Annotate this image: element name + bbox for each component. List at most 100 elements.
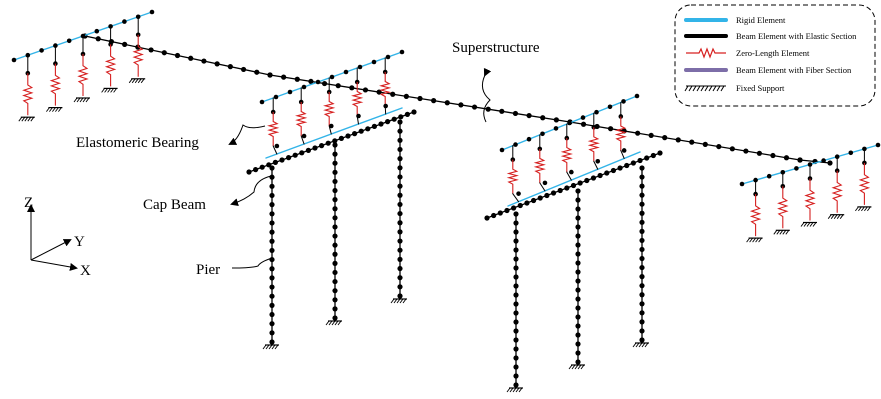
bent-2-pier-node bbox=[639, 228, 645, 234]
superstructure-deck-node bbox=[827, 160, 833, 166]
bent-2-pier-node bbox=[513, 247, 519, 253]
bent-2-bearing-link bbox=[512, 193, 520, 203]
bent-2-cap-beam-node bbox=[570, 182, 577, 189]
bent-2-cap-beam-node bbox=[650, 152, 656, 159]
bent-1-top-node bbox=[385, 54, 391, 60]
bent-2-pier-node bbox=[513, 229, 519, 235]
bent-1-pier-node bbox=[269, 275, 275, 281]
superstructure-deck-node bbox=[403, 93, 409, 99]
bent-2-cap-beam-node bbox=[557, 187, 563, 194]
fixed-support-hatch bbox=[861, 206, 865, 212]
bent-2-pier-node bbox=[639, 246, 645, 253]
bent-2-cap-beam-node bbox=[604, 170, 610, 176]
bent-2-pier-node bbox=[639, 237, 645, 244]
bent-1-pier-node bbox=[269, 229, 275, 235]
bent-2-bearing-node bbox=[516, 191, 521, 196]
bent-2-bottom-rigid bbox=[507, 151, 641, 207]
superstructure-deck-node bbox=[743, 148, 749, 154]
bent-2-pier-node bbox=[575, 314, 581, 320]
bent-1-pier-node bbox=[397, 275, 403, 281]
bent-2-pier-node bbox=[513, 301, 519, 307]
left-abutment-rigid-node bbox=[122, 19, 127, 24]
bent-1-bearing-link bbox=[300, 135, 305, 145]
bent-1-cap-beam-node bbox=[352, 131, 358, 137]
fixed-support-hatch bbox=[568, 364, 573, 370]
bent-1-pier-node bbox=[269, 321, 275, 327]
superstructure-deck-node bbox=[797, 157, 803, 163]
fixed-support-hatch bbox=[113, 88, 117, 93]
zero-length-spring bbox=[777, 186, 789, 229]
bent-2-pier-node bbox=[513, 382, 519, 388]
bent-2-pier-node bbox=[639, 201, 645, 207]
bent-1-pier-node bbox=[269, 293, 275, 299]
bent-2-pier-node bbox=[639, 210, 645, 216]
bent-1-cap-beam-node bbox=[391, 116, 397, 122]
bent-1-pier-node bbox=[332, 233, 338, 239]
fixed-support-hatch bbox=[399, 298, 404, 304]
bent-2-pier-node bbox=[639, 274, 645, 280]
fixed-support-hatch bbox=[49, 107, 53, 112]
fixed-support-hatch bbox=[334, 320, 339, 326]
bent-1-cap-beam-node bbox=[259, 164, 265, 170]
fixed-support-hatch bbox=[58, 107, 62, 112]
superstructure-deck-node bbox=[417, 95, 423, 102]
fixed-support-hatch bbox=[515, 387, 520, 393]
legend-elastic-label: Beam Element with Elastic Section bbox=[736, 31, 857, 41]
fixed-support-hatch bbox=[506, 387, 511, 393]
bent-1-cap-beam-node bbox=[365, 126, 371, 132]
bent-1-pier-node bbox=[332, 142, 338, 148]
superstructure-deck-node bbox=[702, 141, 708, 147]
legend-spring-swatch bbox=[686, 47, 726, 59]
superstructure-deck-node bbox=[607, 126, 614, 132]
bent-2-top-node bbox=[594, 109, 599, 115]
superstructure-label: Superstructure bbox=[452, 40, 540, 56]
bent-1-top-node bbox=[287, 89, 293, 95]
fixed-support-hatch bbox=[509, 387, 514, 393]
bent-1-pier-node bbox=[332, 315, 338, 321]
superstructure-deck-node bbox=[783, 155, 790, 161]
fixed-support-hatch bbox=[134, 78, 139, 84]
bent-2-pier-node bbox=[575, 350, 581, 356]
legend-support-swatch bbox=[684, 85, 726, 92]
bent-1-pier-node bbox=[332, 160, 338, 166]
superstructure-deck-node bbox=[188, 55, 194, 61]
fixed-support-hatch bbox=[337, 320, 342, 326]
fixed-support-hatch bbox=[632, 342, 637, 348]
superstructure-deck-node bbox=[471, 104, 478, 110]
bent-2-top-node bbox=[634, 93, 640, 99]
fixed-support-hatch bbox=[836, 214, 841, 219]
bent-1-cap-beam-node bbox=[398, 114, 404, 120]
bent-2-cap-beam-node bbox=[484, 215, 490, 221]
bent-1-pier-node bbox=[269, 192, 275, 199]
x-axis-label: X bbox=[80, 263, 91, 279]
bent-2-cap-beam-node bbox=[517, 202, 523, 209]
bent-1-pier-node bbox=[332, 306, 338, 312]
y-axis-line bbox=[30, 239, 72, 261]
zero-length-spring bbox=[323, 92, 336, 126]
bent-2-cap-beam-node bbox=[504, 207, 510, 214]
bent-2-pier-node bbox=[639, 292, 645, 298]
bent-1-pier-node bbox=[397, 128, 403, 134]
bent-2-cap-beam-node bbox=[617, 165, 623, 171]
bent-1-pier-node bbox=[397, 156, 403, 162]
fixed-support-hatch bbox=[571, 364, 576, 370]
left-abutment-rigid-node bbox=[39, 48, 44, 53]
fixed-support-hatch bbox=[79, 97, 84, 103]
fixed-support-hatch bbox=[27, 116, 32, 122]
bent-2-top-node bbox=[526, 136, 532, 142]
legend-spring-label: Zero-Length Element bbox=[736, 48, 810, 58]
bent-2-bearing-link bbox=[620, 149, 625, 159]
bent-1-pier-node bbox=[269, 339, 275, 345]
zero-length-spring bbox=[295, 102, 308, 136]
bent-1-pier-node bbox=[332, 178, 338, 185]
bent-2-pier-node bbox=[639, 319, 645, 325]
bent-2-cap-beam-node bbox=[657, 150, 663, 156]
bent-1-pier-node bbox=[269, 238, 275, 244]
fixed-support-hatch bbox=[518, 387, 523, 393]
fixed-support-hatch bbox=[268, 344, 273, 350]
superstructure-deck-node bbox=[122, 41, 128, 47]
bent-2-pier-node bbox=[639, 219, 645, 225]
bent-2-pier-node bbox=[575, 224, 581, 230]
superstructure-deck-node bbox=[321, 80, 328, 87]
zero-length-spring bbox=[858, 162, 871, 205]
